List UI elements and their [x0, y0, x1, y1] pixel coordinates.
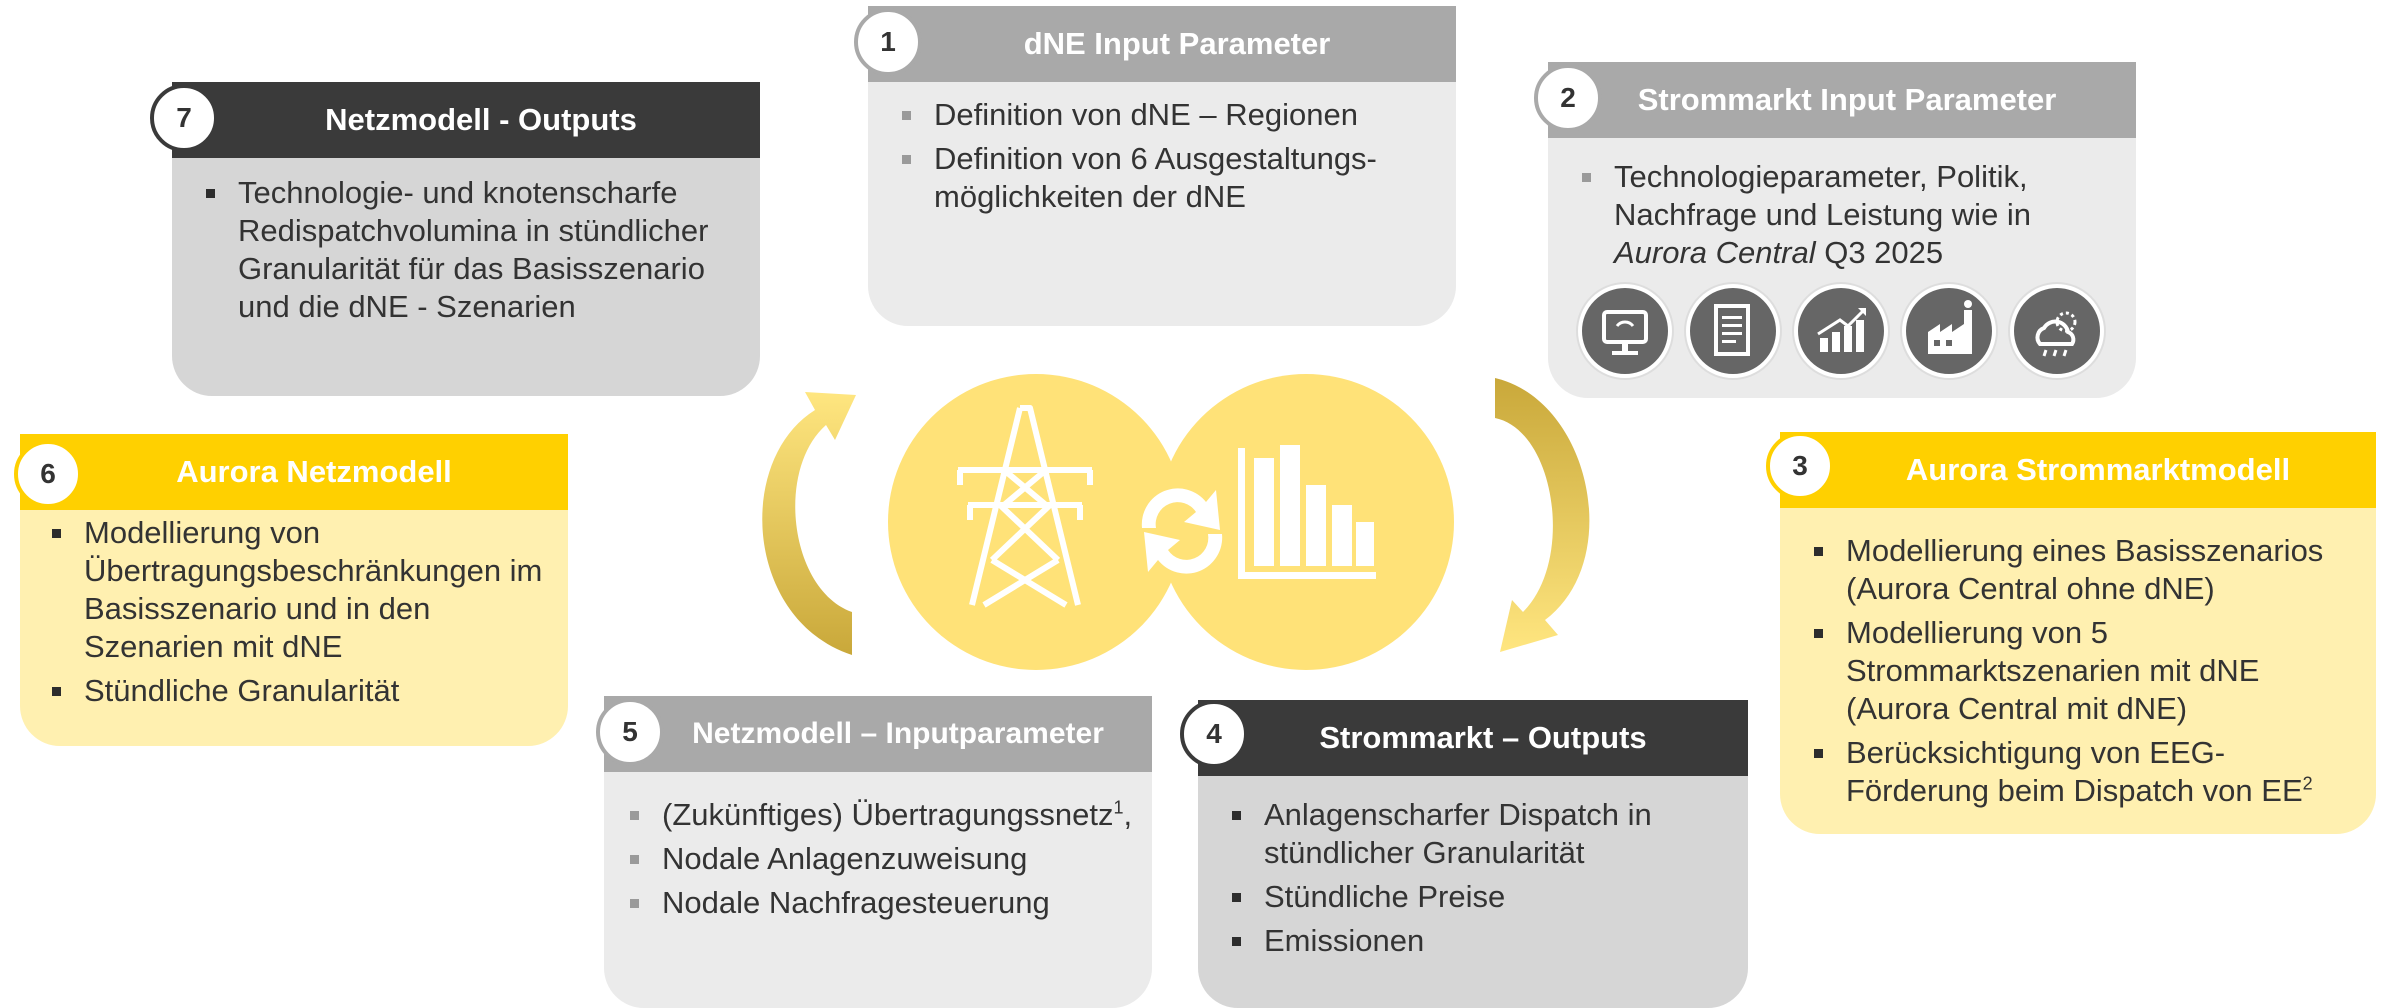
box-header: Netzmodell - Outputs	[172, 82, 760, 158]
monitor-icon	[1578, 284, 1672, 378]
box-header: dNE Input Parameter	[868, 6, 1456, 82]
list-item: Berücksichtigung von EEG-Förderung beim …	[1810, 734, 2366, 810]
box-aurora-netzmodell: Aurora Netzmodell Modellierung von Übert…	[20, 434, 568, 746]
weather-icon	[2010, 284, 2104, 378]
list-item: Technologieparameter, Politik, Nachfrage…	[1578, 158, 2118, 272]
step-number: 7	[150, 84, 218, 152]
left-cycle-arrow	[762, 392, 856, 655]
list-item: Definition von dNE – Regionen	[898, 96, 1438, 134]
list-item: Nodale Nachfragesteuerung	[626, 884, 1136, 922]
box-header: Aurora Netzmodell	[20, 434, 568, 510]
box-header: Netzmodell – Inputparameter	[604, 696, 1152, 772]
right-cycle-arrow	[1495, 378, 1590, 652]
step-number: 3	[1766, 432, 1834, 500]
list-item: Modellierung von 5 Strommarktszenarien m…	[1810, 614, 2366, 728]
step-number: 1	[854, 8, 922, 76]
growth-chart-icon	[1794, 284, 1888, 378]
box-strommarkt-outputs: Strommarkt – Outputs Anlagenscharfer Dis…	[1198, 700, 1748, 1008]
box-netzmodell-inputparameter: Netzmodell – Inputparameter (Zukünftiges…	[604, 696, 1152, 1008]
box-header: Aurora Strommarktmodell	[1780, 432, 2376, 508]
list-item: Anlagenscharfer Dispatch in stündlicher …	[1228, 796, 1738, 872]
box-netzmodell-outputs: Netzmodell - Outputs Technologie- und kn…	[172, 82, 760, 396]
sync-arrows-icon	[1141, 488, 1223, 574]
step-number: 6	[14, 440, 82, 508]
box-dne-input: dNE Input Parameter Definition von dNE –…	[868, 6, 1456, 326]
bar-chart-icon	[1238, 445, 1376, 579]
list-item: Definition von 6 Ausgestaltungs-möglichk…	[898, 140, 1438, 216]
box-header: Strommarkt – Outputs	[1198, 700, 1748, 776]
document-icon	[1686, 284, 1780, 378]
transmission-tower-icon	[957, 405, 1093, 608]
step-number: 5	[596, 698, 664, 766]
list-item: Modellierung eines Basisszenarios (Auror…	[1810, 532, 2366, 608]
list-item: Nodale Anlagenzuweisung	[626, 840, 1136, 878]
list-item: (Zukünftiges) Übertragungssnetz1,	[626, 796, 1136, 834]
factory-icon	[1902, 284, 1996, 378]
box-header: Strommarkt Input Parameter	[1548, 62, 2136, 138]
step-number: 2	[1534, 64, 1602, 132]
list-item: Stündliche Granularität	[48, 672, 558, 710]
list-item: Emissionen	[1228, 922, 1738, 960]
box-aurora-strommarktmodell: Aurora Strommarktmodell Modellierung ein…	[1780, 432, 2376, 834]
step-number: 4	[1180, 700, 1248, 768]
list-item: Stündliche Preise	[1228, 878, 1738, 916]
list-item: Modellierung von Übertragungsbeschränkun…	[48, 514, 558, 666]
box-strommarkt-input: Strommarkt Input Parameter Technologiepa…	[1548, 62, 2136, 398]
list-item: Technologie- und knotenscharfe Redispatc…	[202, 174, 742, 326]
